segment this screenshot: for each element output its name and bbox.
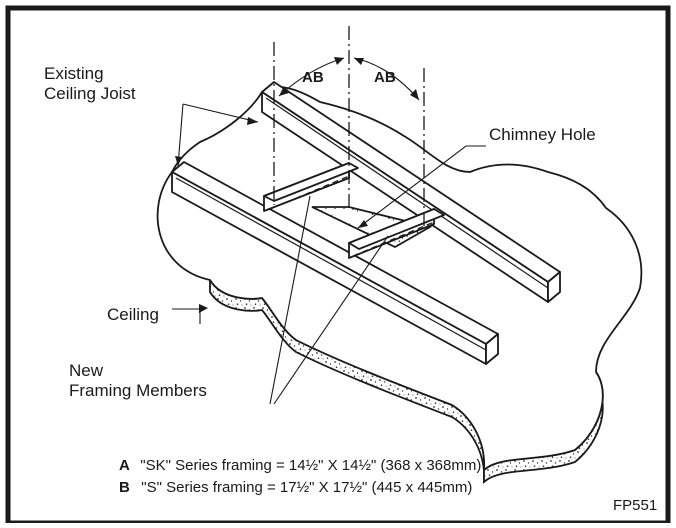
dimension-left-label: AB (302, 69, 324, 86)
note-a-key: A (119, 457, 130, 474)
existing-ceiling-joist-label-line1: Existing (44, 64, 104, 83)
note-b: B "S" Series framing = 17½" X 17½" (445 … (119, 479, 472, 496)
note-b-key: B (119, 479, 130, 496)
figure-code: FP551 (613, 497, 657, 514)
new-framing-label-line2: Framing Members (69, 381, 207, 400)
existing-ceiling-joist-label-line2: Ceiling Joist (44, 84, 136, 103)
chimney-hole-label: Chimney Hole (489, 125, 596, 144)
dimension-right-label: AB (374, 69, 396, 86)
ceiling-label: Ceiling (107, 305, 159, 324)
note-a-text: "SK" Series framing = 14½" X 14½" (368 x… (140, 457, 481, 474)
new-framing-label-line1: New (69, 361, 104, 380)
note-b-text: "S" Series framing = 17½" X 17½" (445 x … (141, 479, 472, 496)
note-a: A "SK" Series framing = 14½" X 14½" (368… (119, 457, 481, 474)
ceiling-surface (156, 86, 643, 471)
